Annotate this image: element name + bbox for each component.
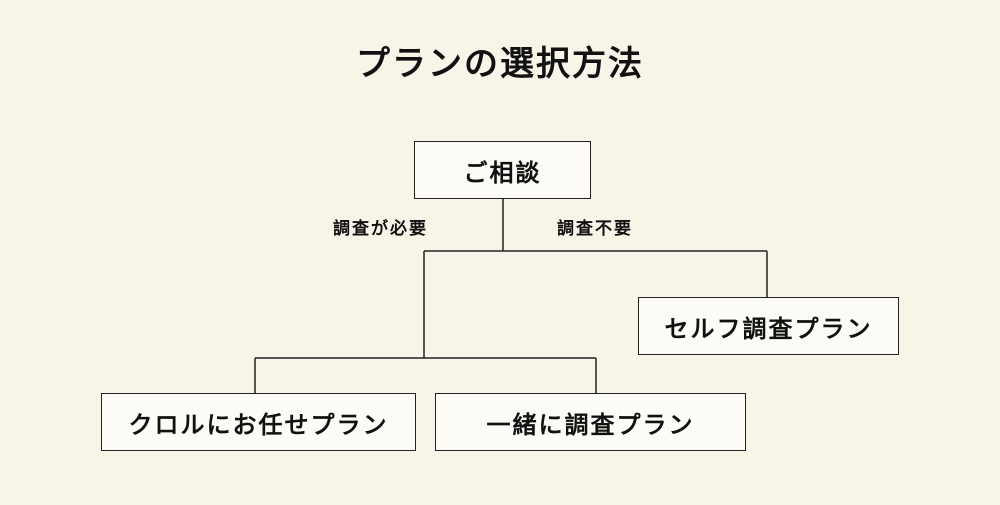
node-consult: ご相談 xyxy=(414,141,591,199)
diagram-title: プランの選択方法 xyxy=(356,44,644,84)
node-joint-survey-plan: 一緒に調査プラン xyxy=(435,393,746,451)
node-crol-managed-plan: クロルにお任せプラン xyxy=(101,393,416,451)
edge-label-survey-unneeded: 調査不要 xyxy=(557,219,633,239)
node-self-survey-plan: セルフ調査プラン xyxy=(638,297,899,355)
edge-label-survey-needed: 調査が必要 xyxy=(333,219,428,239)
